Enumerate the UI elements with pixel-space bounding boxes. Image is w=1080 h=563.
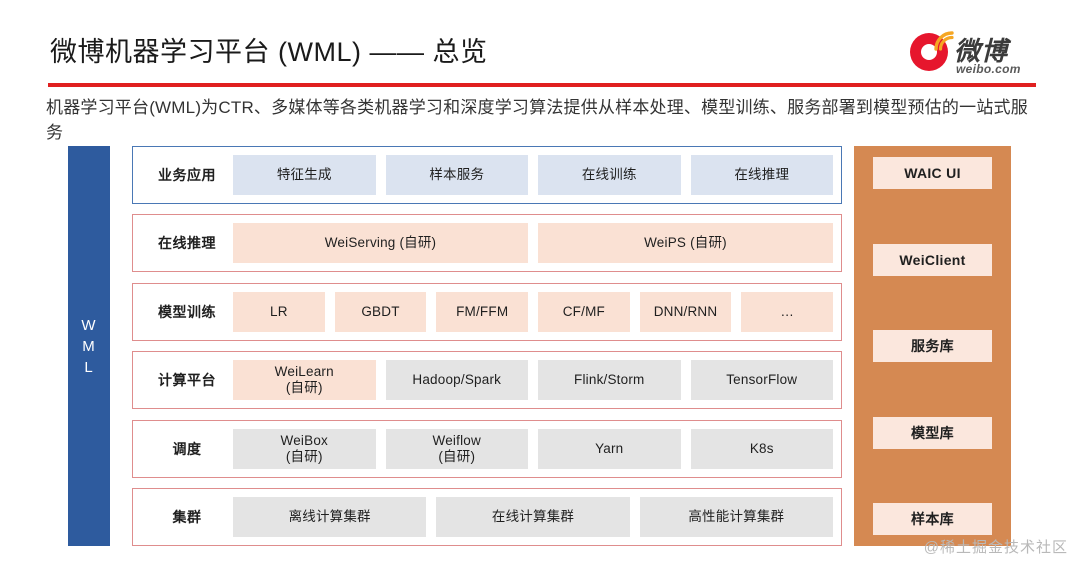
layer-cell-label: … (780, 303, 795, 319)
layer-row-label: 调度 (172, 440, 202, 457)
layer-cell[interactable]: Flink/Storm (538, 360, 681, 401)
layer-cell[interactable]: TensorFlow (690, 360, 833, 401)
watermark: @稀土掘金技术社区 (923, 539, 1068, 556)
layer-row: 计算平台 WeiLearn(自研) Hadoop/Spark Flink/Storm T… (132, 351, 842, 410)
page-subtitle: 机器学习平台(WML)为CTR、多媒体等各类机器学习和深度学习算法提供从样本处理… (46, 98, 1028, 142)
layer-cell[interactable]: Hadoop/Spark (385, 360, 528, 401)
layer-cell[interactable]: CF/MF (538, 291, 630, 332)
layer-cell-line1: WeiBox (280, 432, 328, 448)
weibo-logo: 微博 weibo.com (910, 29, 1038, 77)
layer-cell-label: Flink/Storm (574, 372, 645, 388)
layer-cell[interactable]: WeiLearn(自研) (233, 360, 376, 401)
layer-row: 模型训练 LR GBDT FM/FFM CF/MF DNN/RNN … (132, 282, 842, 341)
layer-cell-label: 离线计算集群 (288, 508, 371, 524)
layer-row-cells: 离线计算集群 在线计算集群 高性能计算集群 (233, 496, 833, 537)
layer-cell-label: K8s (749, 440, 774, 456)
layer-row-label: 业务应用 (158, 167, 216, 183)
layer-cell-label: 高性能计算集群 (688, 508, 785, 524)
layer-row-cells: LR GBDT FM/FFM CF/MF DNN/RNN … (233, 291, 834, 332)
layer-row-cells: 特征生成 样本服务 在线训练 在线推理 (233, 155, 833, 195)
layer-cell-label: CF/MF (562, 303, 605, 319)
layer-cell-label: Yarn (595, 440, 624, 456)
layer-cell[interactable]: 特征生成 (233, 155, 376, 195)
layer-cell[interactable]: Weiflow(自研) (385, 428, 528, 469)
page-title: 微博机器学习平台 (WML) —— 总览 (50, 37, 488, 67)
layer-cell-label: LR (270, 303, 288, 319)
weibo-brand-domain: weibo.com (956, 62, 1021, 76)
layer-cell[interactable]: Yarn (538, 428, 681, 469)
layer-cell-label: 在线推理 (734, 167, 790, 182)
layer-cell-line2: (自研) (285, 448, 323, 464)
layer-cell[interactable]: GBDT (334, 291, 427, 332)
layer-cell-line2: (自研) (285, 380, 323, 396)
layer-cell-label: 在线计算集群 (491, 508, 575, 524)
side-panel-item[interactable]: WeiClient (873, 243, 992, 276)
layer-cell-line1: WeiLearn (274, 364, 334, 380)
wml-letter-w: W (81, 316, 97, 334)
layer-cell-label: Hadoop/Spark (412, 372, 502, 388)
weibo-brand-cn: 微博 (954, 37, 1009, 67)
layer-cell[interactable]: … (741, 291, 834, 332)
layer-cell-label: WeiServing (自研) (324, 235, 437, 251)
weibo-eye-icon (910, 33, 948, 71)
weibo-wave-icon (934, 31, 954, 51)
layer-cell-label: 样本服务 (429, 167, 485, 182)
layer-cell[interactable]: 高性能计算集群 (639, 496, 833, 537)
layer-cell[interactable]: K8s (690, 428, 833, 469)
layer-row: 业务应用 特征生成 样本服务 在线训练 在线推理 (132, 146, 842, 204)
layer-row-cells: WeiServing (自研) WeiPS (自研) (233, 223, 833, 264)
layer-row-label: 在线推理 (158, 235, 216, 252)
layer-cell[interactable]: DNN/RNN (639, 291, 732, 332)
wml-letter-l: L (84, 358, 94, 376)
layer-cell-label: DNN/RNN (653, 303, 718, 319)
layer-cell[interactable]: WeiPS (自研) (538, 223, 833, 264)
layer-cell-line2: (自研) (438, 448, 476, 464)
layer-cell-label: 特征生成 (276, 167, 332, 182)
layer-cell[interactable]: WeiBox(自研) (233, 428, 376, 469)
side-panel-item[interactable]: 服务库 (873, 330, 992, 362)
wml-letter-m: M (82, 337, 96, 355)
layer-cell-label: FM/FFM (456, 303, 509, 319)
layer-cell-label: TensorFlow (726, 372, 798, 388)
layer-row-label: 集群 (172, 508, 202, 525)
layer-cell-label: 在线训练 (581, 167, 637, 182)
layer-cell[interactable]: 离线计算集群 (233, 496, 427, 537)
wml-spine: W M L (68, 146, 110, 546)
title-divider (48, 83, 1036, 87)
layer-cell-label: WeiPS (自研) (644, 235, 727, 251)
layer-cell[interactable]: LR (233, 291, 325, 332)
layer-cell[interactable]: WeiServing (自研) (233, 223, 528, 264)
layer-row-label: 计算平台 (158, 372, 216, 389)
side-panel-item[interactable]: WAIC UI (873, 157, 992, 189)
layer-row: 集群 离线计算集群 在线计算集群 高性能计算集群 (132, 487, 842, 546)
layer-row-cells: WeiLearn(自研) Hadoop/Spark Flink/Storm Tenso… (233, 360, 833, 401)
layer-cell[interactable]: 样本服务 (385, 155, 528, 195)
layer-cell[interactable]: 在线推理 (690, 155, 833, 195)
layer-cell[interactable]: 在线训练 (538, 155, 681, 195)
side-panel-item[interactable]: 模型库 (873, 416, 992, 449)
layer-cell-label: GBDT (361, 303, 400, 319)
layer-cell[interactable]: FM/FFM (436, 291, 529, 332)
layer-cell[interactable]: 在线计算集群 (436, 496, 630, 537)
layer-row-label: 模型训练 (158, 303, 216, 320)
side-panel: WAIC UI WeiClient 服务库模型库样本库 (854, 146, 1011, 546)
layer-cell-line1: Weiflow (432, 432, 481, 448)
side-panel-item[interactable]: 样本库 (873, 503, 992, 535)
layer-row: 在线推理 WeiServing (自研) WeiPS (自研) (132, 214, 842, 273)
